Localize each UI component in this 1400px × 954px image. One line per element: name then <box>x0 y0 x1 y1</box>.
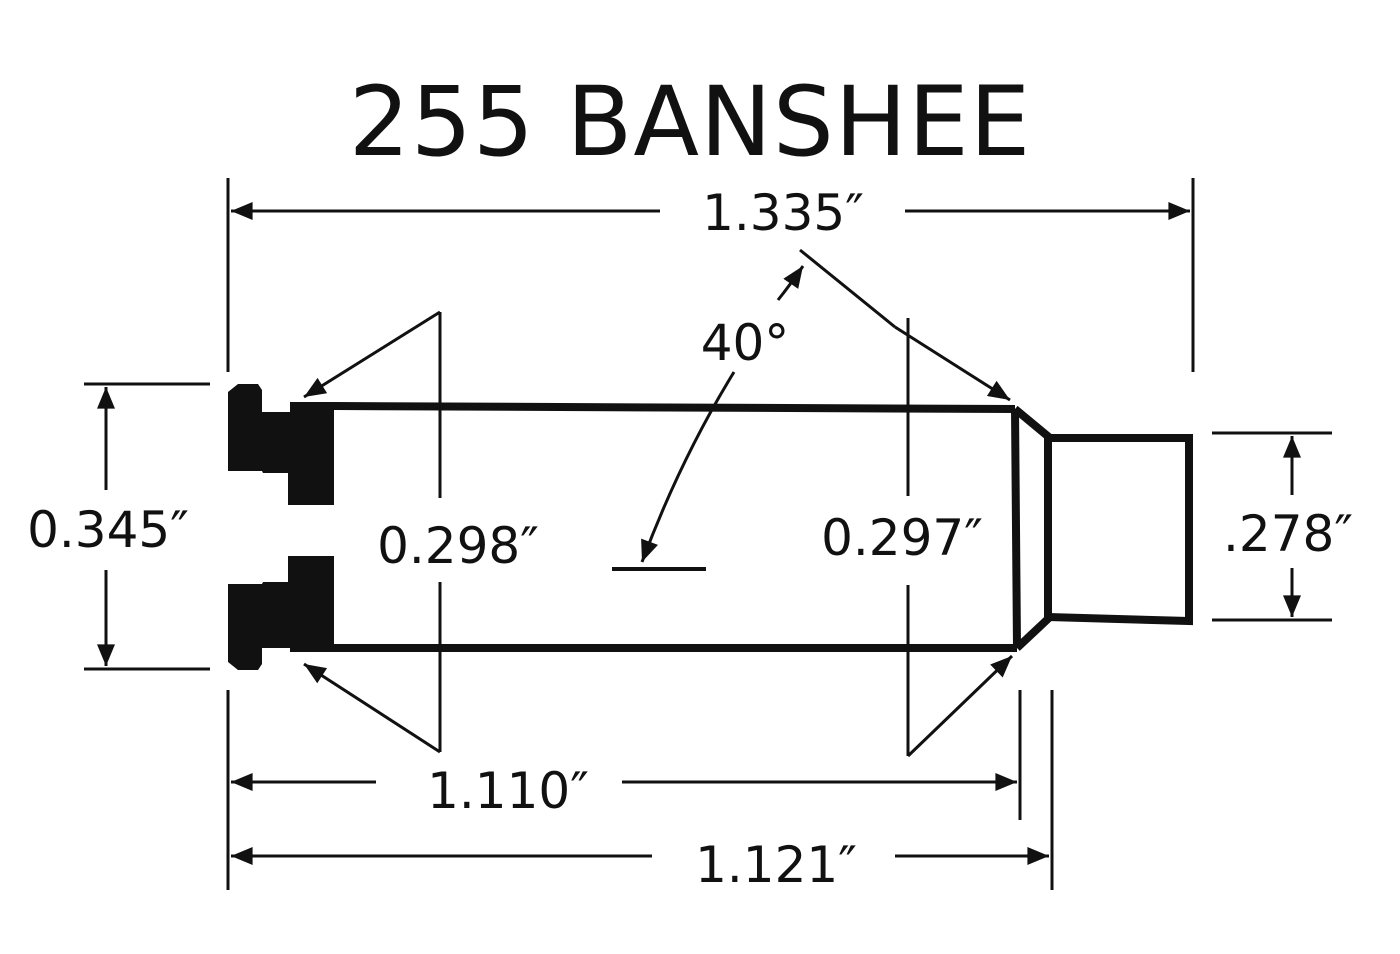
shoulder-angle-label: 40° <box>701 314 790 372</box>
case-shoulder-top <box>1012 405 1053 442</box>
leader-angle-shoulder-lower <box>894 325 1011 402</box>
case-shoulder-bottom <box>1014 614 1053 651</box>
shoulder-diameter-label: 0.297″ <box>821 509 983 567</box>
rim-diameter-label: 0.345″ <box>27 501 189 559</box>
neck-start-length-label: 1.121″ <box>695 836 857 894</box>
case-rim-top <box>228 384 334 505</box>
case-shoulder-line <box>1011 408 1021 649</box>
case-neck <box>1047 434 1193 626</box>
leader-angle-shoulder <box>799 248 896 329</box>
case-body-top-wall <box>333 402 1016 413</box>
leader-shoulder-bottom <box>906 654 1014 758</box>
diagram-title: 255 BANSHEE <box>349 66 1032 178</box>
overall-length-label: 1.335″ <box>702 184 864 242</box>
base-diameter-label: 0.298″ <box>377 517 539 575</box>
neck-diameter-label: .278″ <box>1223 505 1353 563</box>
shoulder-length-label: 1.110″ <box>427 762 589 820</box>
angle-arc-upper <box>776 265 805 301</box>
leader-base-bottom <box>303 662 441 754</box>
leader-base-top <box>303 310 441 399</box>
angle-arc-lower <box>640 371 736 563</box>
case-rim-bottom <box>228 556 334 670</box>
